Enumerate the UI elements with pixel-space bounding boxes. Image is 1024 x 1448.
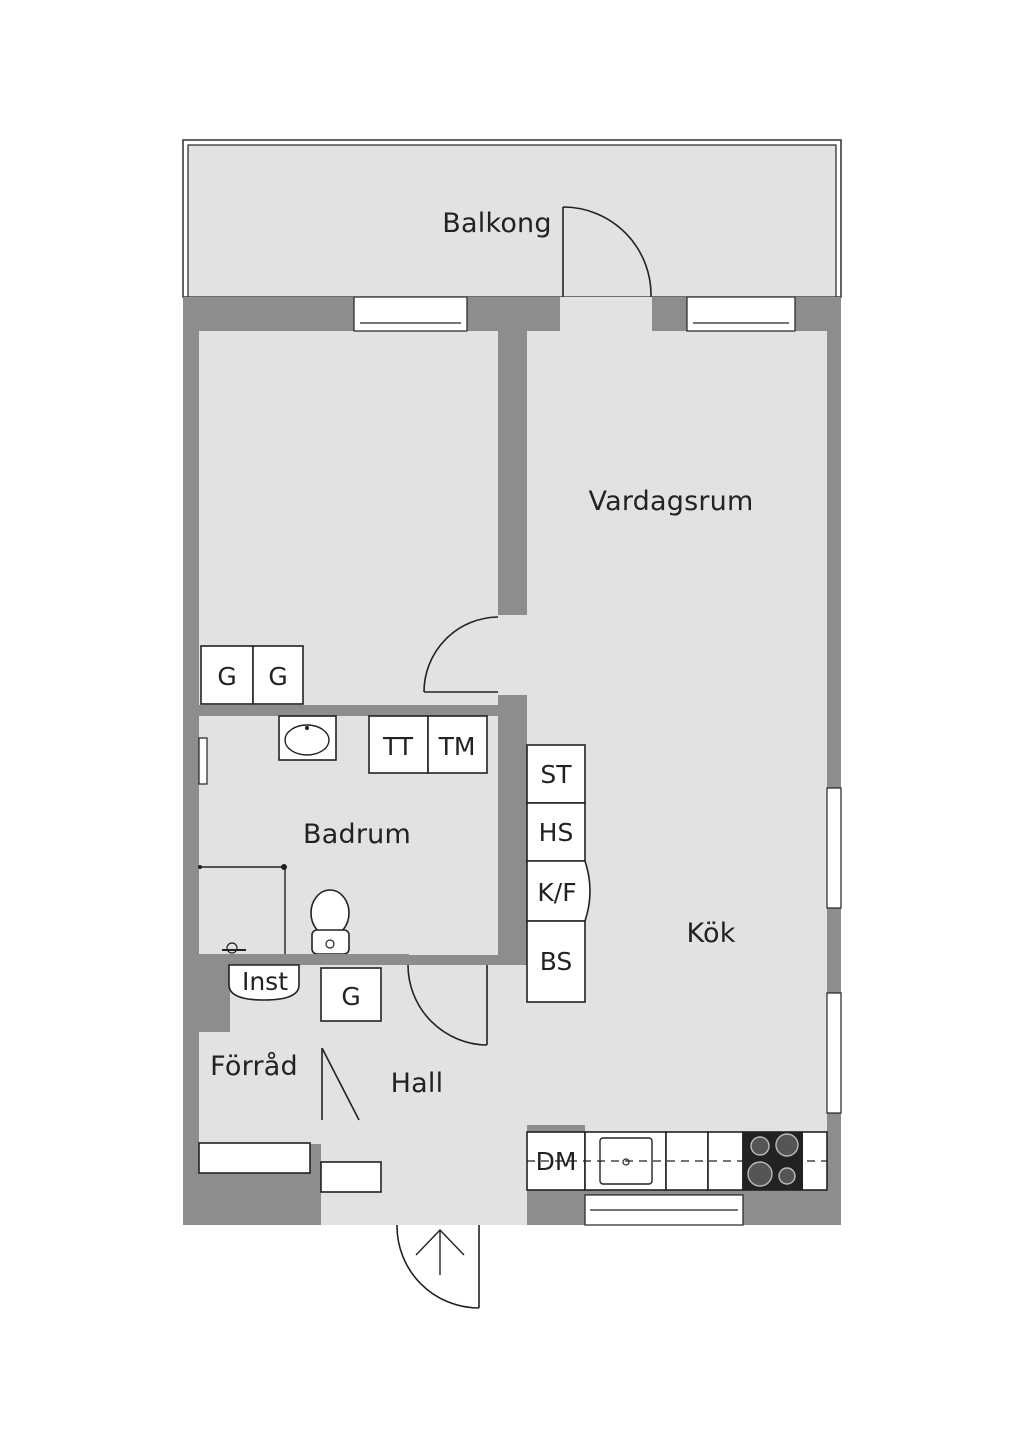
- wardrobe-2-label: G: [268, 662, 287, 691]
- bathroom-wall: [199, 954, 409, 965]
- bathroom-fixtures: TT TM: [198, 715, 488, 955]
- room-label-kok: Kök: [686, 918, 735, 949]
- tall-cabinet-label: HS: [539, 818, 574, 847]
- entry-gap: [398, 1195, 480, 1225]
- shower-head-icon: [226, 942, 238, 954]
- hall-fixtures: Inst G: [198, 964, 382, 1193]
- storage-floor: [199, 1032, 321, 1144]
- room-label-vardagsrum: Vardagsrum: [589, 486, 754, 517]
- washer-label: TM: [438, 732, 476, 761]
- kitchen-counter: DM: [526, 1131, 828, 1191]
- window-kitchen-2: [826, 992, 842, 1114]
- hall-wardrobe-label: G: [341, 982, 360, 1011]
- bedroom-door-gap: [498, 615, 527, 695]
- room-label-forrad: Förråd: [210, 1051, 298, 1082]
- toilet-icon: [310, 889, 350, 937]
- room-label-hall: Hall: [391, 1068, 444, 1099]
- room-labels: Balkong Vardagsrum Badrum Kök Hall Förrå…: [210, 208, 753, 1099]
- window-kitchen-1: [826, 787, 842, 909]
- wardrobe-1-label: G: [217, 662, 236, 691]
- tumble-dryer-label: TT: [382, 732, 414, 761]
- balcony-door-gap: [560, 297, 652, 331]
- fridge-freezer-label: K/F: [537, 878, 576, 907]
- entry-arrow-icon: [415, 1228, 465, 1275]
- doors: [321, 206, 652, 1309]
- installation-label: Inst: [242, 967, 288, 996]
- broom-cabinet-label: BS: [540, 947, 573, 976]
- kitchen-floor: [585, 745, 827, 1132]
- window-bedroom: [353, 296, 468, 332]
- room-label-badrum: Badrum: [303, 819, 411, 850]
- windows: [198, 296, 842, 1226]
- freezer-label: ST: [540, 760, 572, 789]
- window-living: [686, 296, 796, 332]
- window-bath: [198, 737, 208, 785]
- bedroom-wardrobes: G G: [200, 645, 304, 705]
- room-label-balkong: Balkong: [442, 208, 551, 239]
- living-floor: [527, 331, 827, 745]
- kitchen-cabinets: ST HS K/F BS: [526, 744, 591, 1003]
- balcony: [182, 139, 842, 298]
- bedroom-floor: [199, 331, 498, 705]
